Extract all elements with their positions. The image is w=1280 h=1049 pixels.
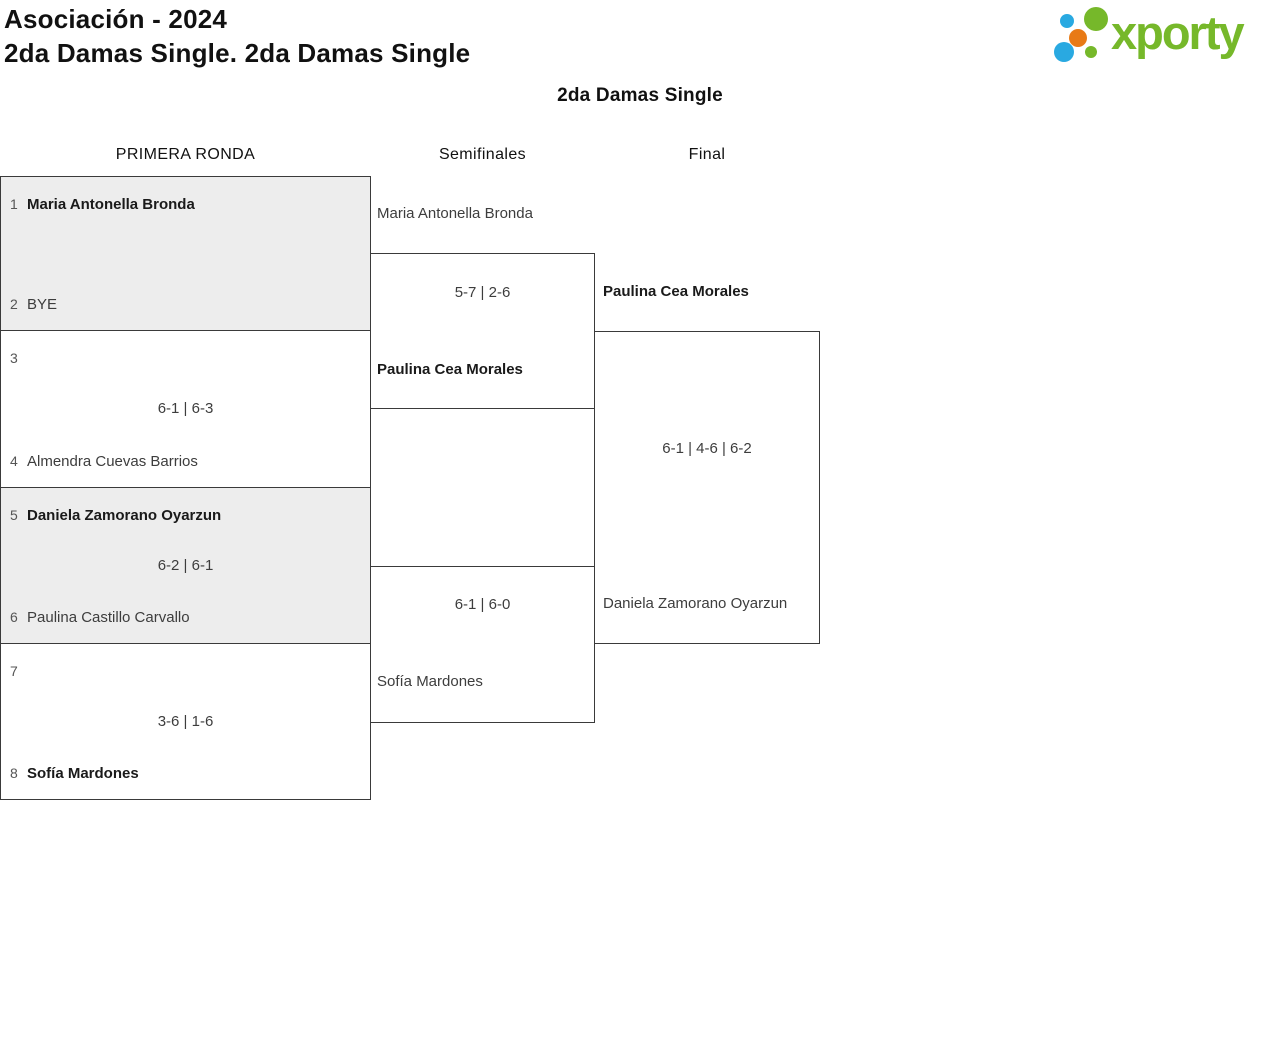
player-name: Sofía Mardones (27, 765, 139, 782)
player-name: Daniela Zamorano Oyarzun (27, 507, 222, 524)
match-score: 6-1 | 6-0 (454, 596, 511, 613)
match-score: 3-6 | 1-6 (157, 712, 214, 730)
match-score: 6-1 | 4-6 | 6-2 (662, 440, 752, 457)
player-name: Daniela Zamorano Oyarzun (603, 595, 788, 612)
player-row: 1 Maria Antonella Bronda (10, 194, 362, 214)
match-box-final (594, 331, 820, 644)
seed-number: 8 (10, 765, 18, 781)
match-box-sf-1 (370, 253, 595, 409)
match-score: 6-1 | 6-3 (157, 400, 214, 417)
player-row: 4 Almendra Cuevas Barrios (10, 451, 362, 471)
player-row: 5 Daniela Zamorano Oyarzun (10, 505, 362, 525)
round-header-primera-ronda: PRIMERA RONDA (115, 146, 256, 163)
xporty-logo-text: xporty (1111, 6, 1245, 59)
player-name: Maria Antonella Bronda (27, 196, 195, 213)
player-name: Paulina Cea Morales (377, 361, 523, 378)
player-name: Maria Antonella Bronda (377, 205, 533, 222)
player-name: Paulina Cea Morales (603, 283, 749, 300)
player-row: 2 BYE (10, 294, 362, 314)
round-header-semifinales: Semifinales (438, 146, 527, 163)
seed-number: 6 (10, 609, 18, 625)
match-box-r1-3: 5 Daniela Zamorano Oyarzun 6-2 | 6-1 6 Pau… (0, 487, 371, 644)
player-row: 7 (10, 661, 362, 681)
match-box-sf-2 (370, 566, 595, 723)
match-box-r1-2: 3 6-1 | 6-3 4 Almendra Cuevas Barrios (0, 330, 371, 488)
match-box-r1-1: 1 Maria Antonella Bronda 2 BYE (0, 176, 371, 331)
page-title: Asociación - 2024 2da Damas Single. 2da … (4, 2, 470, 70)
seed-number: 2 (10, 296, 18, 312)
seed-number: 7 (10, 663, 18, 679)
seed-number: 3 (10, 350, 18, 366)
xporty-logo[interactable]: xporty (1048, 0, 1274, 70)
player-row: 3 (10, 348, 362, 368)
player-row: 8 Sofía Mardones (10, 763, 362, 783)
xporty-dots-icon (1054, 7, 1108, 62)
category-title: 2da Damas Single. 2da Damas Single (4, 38, 471, 68)
seed-number: 1 (10, 196, 18, 212)
seed-number: 4 (10, 453, 18, 469)
player-row: 6 Paulina Castillo Carvallo (10, 607, 362, 627)
seed-number: 5 (10, 507, 18, 523)
match-score (1, 244, 370, 264)
player-name: Paulina Castillo Carvallo (27, 609, 190, 626)
round-header-final: Final (688, 146, 726, 163)
match-box-r1-4: 7 3-6 | 1-6 8 Sofía Mardones (0, 643, 371, 800)
bracket-title: 2da Damas Single (557, 85, 723, 106)
player-name: Almendra Cuevas Barrios (27, 453, 198, 470)
player-name: BYE (27, 296, 58, 313)
match-score: 6-2 | 6-1 (157, 556, 214, 574)
tournament-title: Asociación - 2024 (4, 4, 228, 34)
player-name: Sofía Mardones (377, 673, 483, 690)
match-score: 5-7 | 2-6 (454, 284, 511, 301)
